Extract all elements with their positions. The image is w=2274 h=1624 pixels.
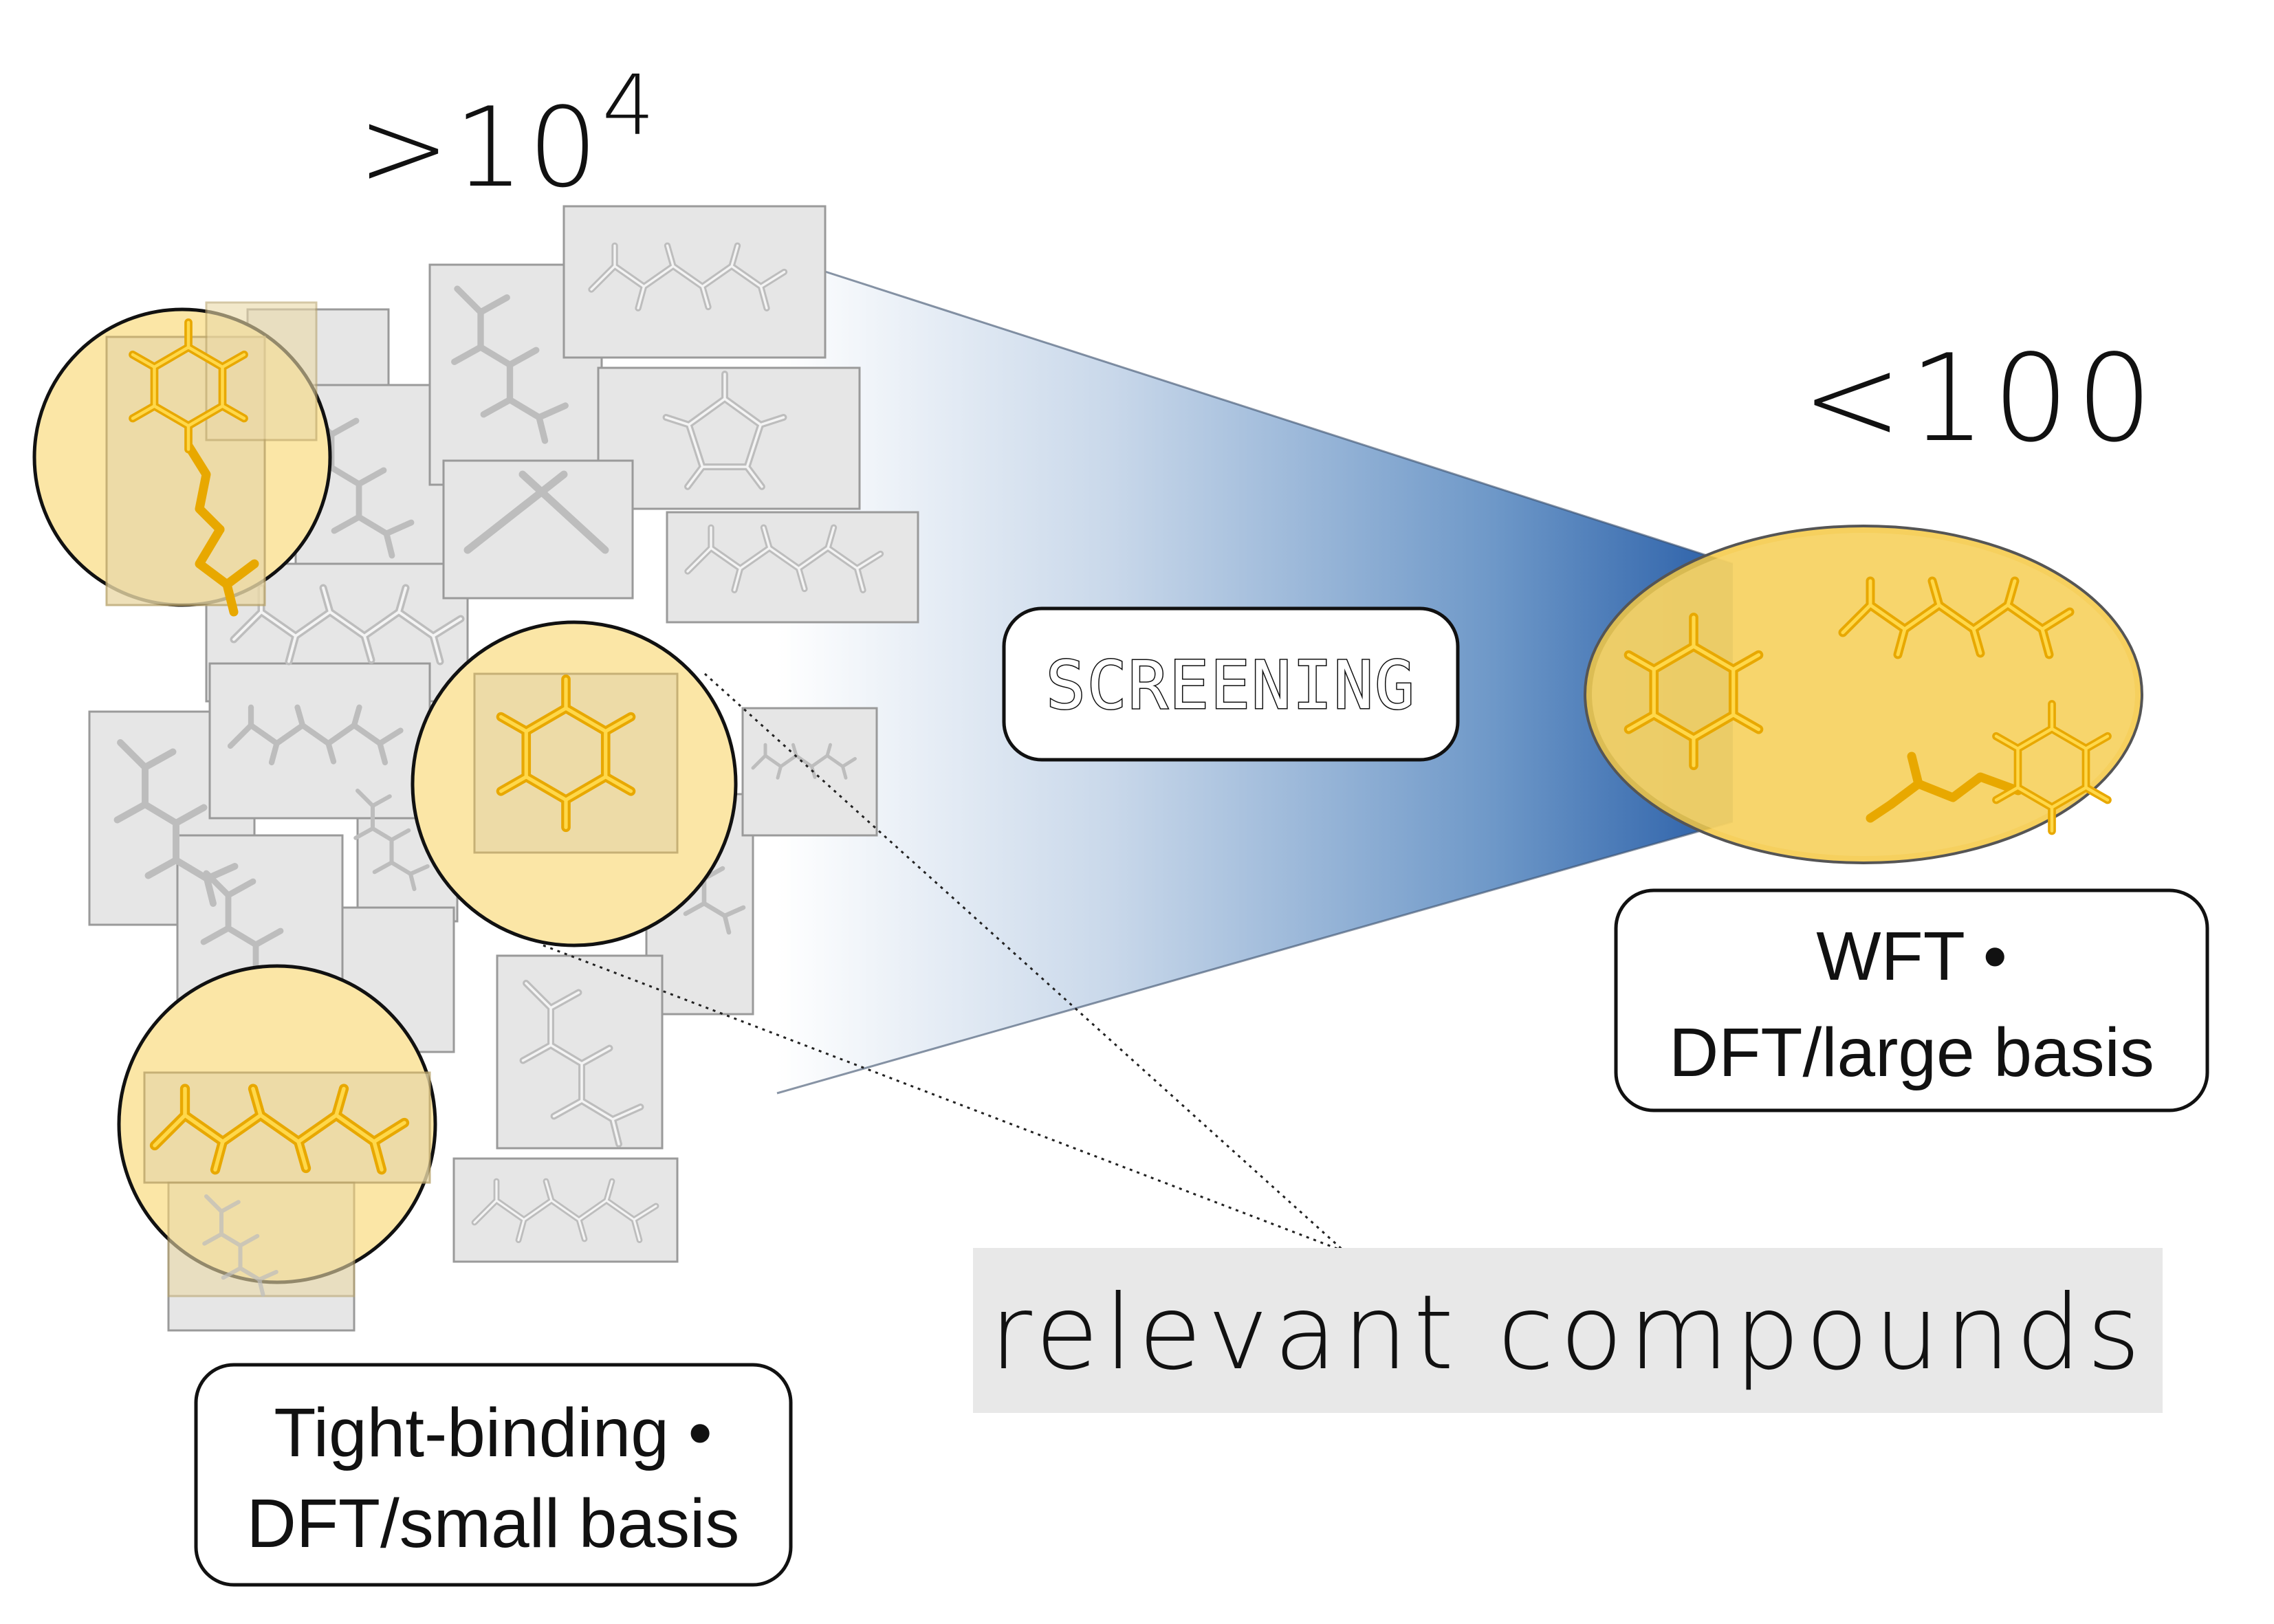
screening-label: SCREENING [1046, 647, 1416, 724]
molecule-card [442, 459, 634, 600]
high-level-methods-line1: WFT • [1816, 918, 2007, 995]
low-level-methods-box: Tight-binding • DFT/small basis [194, 1363, 793, 1587]
magnifier-circle-icon [32, 301, 332, 617]
screening-box: SCREENING [1002, 606, 1460, 762]
relevant-compounds-label: relevant compounds [990, 1273, 2146, 1393]
molecule-card [496, 954, 664, 1150]
molecule-card [597, 366, 861, 510]
low-level-methods-line1: Tight-binding • [274, 1394, 712, 1471]
magnifier-circle-icon [117, 964, 437, 1297]
selected-compounds [1584, 525, 2143, 864]
relevant-compounds-callout: relevant compounds [973, 1248, 2163, 1413]
many-compounds-count: >104 [358, 58, 659, 212]
few-compounds-count: <100 [1802, 329, 2160, 469]
low-level-methods-line2: DFT/small basis [247, 1485, 740, 1562]
magnifier-circle-icon [411, 620, 738, 947]
molecule-card [741, 707, 878, 837]
high-level-methods-line2: DFT/large basis [1669, 1014, 2154, 1091]
high-level-methods-box: WFT • DFT/large basis [1614, 888, 2209, 1112]
